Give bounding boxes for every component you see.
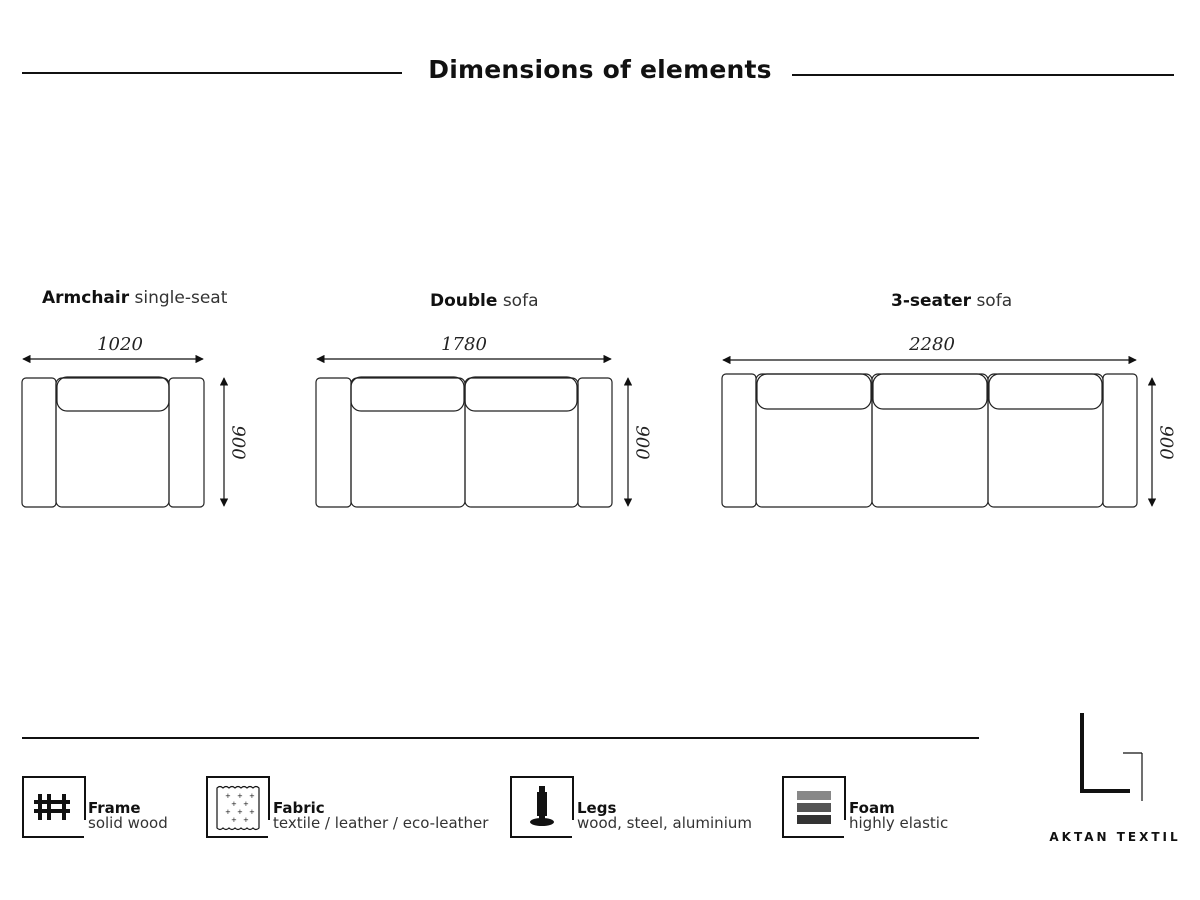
frame-desc: solid wood (88, 814, 168, 832)
double-sofa-name: Double (430, 291, 498, 311)
double-sofa-width: 1780 (441, 334, 487, 355)
svg-text:+: + (231, 800, 237, 808)
svg-text:+: + (249, 792, 255, 800)
armchair-type: single-seat (134, 288, 228, 308)
three-seater-label: 3-seater sofa (891, 291, 1012, 311)
aktan-logo-icon (1080, 713, 1143, 801)
armchair-width: 1020 (97, 334, 143, 355)
svg-text:+: + (225, 808, 231, 816)
double-sofa-label: Double sofa (430, 291, 539, 311)
header-rule-right (792, 74, 1174, 76)
legs-legend-box (510, 776, 574, 838)
fabric-desc: textile / leather / eco-leather (273, 814, 489, 832)
armchair-name: Armchair (42, 288, 130, 308)
legs-legend-text: Legs wood, steel, aluminium (577, 801, 752, 831)
legs-desc: wood, steel, aluminium (577, 814, 752, 832)
three-seater-drawing (721, 373, 1138, 508)
fabric-legend-box: +++ ++ +++ ++ (206, 776, 270, 838)
legs-name: Legs (577, 799, 617, 817)
armchair-drawing (21, 376, 205, 508)
svg-text:+: + (237, 808, 243, 816)
foam-legend-text: Foam highly elastic (849, 801, 948, 831)
frame-legend-text: Frame solid wood (88, 801, 168, 831)
foam-legend-box (782, 776, 846, 838)
frame-icon (34, 794, 70, 820)
fabric-legend-text: Fabric textile / leather / eco-leather (273, 801, 488, 831)
page-title: Dimensions of elements (428, 55, 772, 84)
svg-text:+: + (249, 808, 255, 816)
svg-text:+: + (225, 792, 231, 800)
three-seater-name: 3-seater (891, 291, 972, 311)
foam-name: Foam (849, 799, 895, 817)
svg-text:+: + (243, 816, 249, 824)
double-sofa-type: sofa (502, 291, 539, 311)
header-rule-left (22, 72, 402, 74)
svg-text:+: + (237, 792, 243, 800)
foam-desc: highly elastic (849, 814, 949, 832)
svg-text:+: + (231, 816, 237, 824)
armchair-label: Armchair single-seat (42, 288, 227, 308)
three-seater-width: 2280 (909, 334, 955, 355)
fabric-name: Fabric (273, 799, 325, 817)
legend-rule (22, 737, 979, 739)
leg-icon (530, 786, 554, 826)
brand-name: AKTAN TEXTIL (1049, 830, 1181, 844)
foam-icon (797, 791, 831, 824)
three-seater-type: sofa (976, 291, 1013, 311)
svg-text:+: + (243, 800, 249, 808)
frame-legend-box (22, 776, 86, 838)
frame-name: Frame (88, 799, 141, 817)
double-sofa-drawing (315, 376, 613, 508)
fabric-icon: +++ ++ +++ ++ (216, 785, 260, 831)
